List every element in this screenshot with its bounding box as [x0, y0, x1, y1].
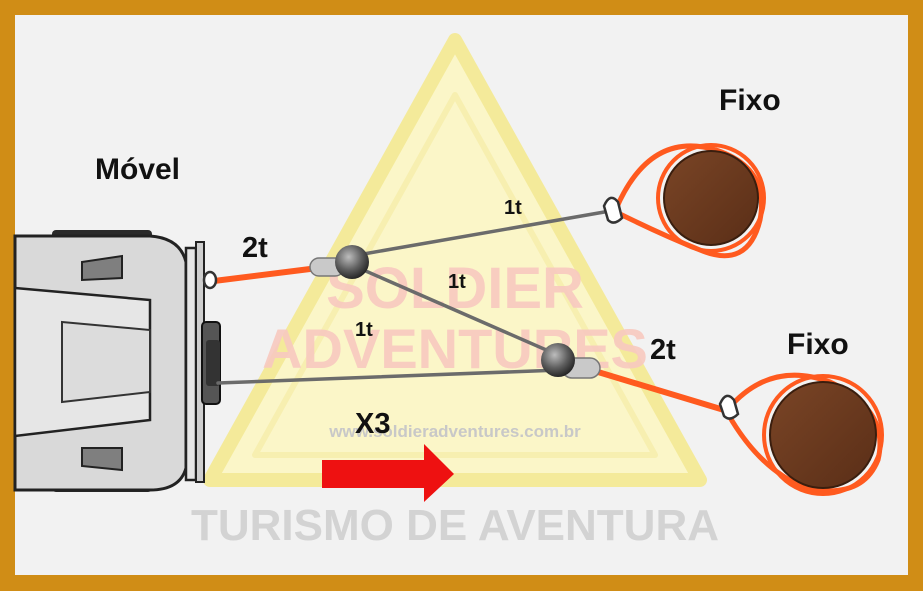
upper-tree-shackle	[602, 196, 624, 224]
vehicle-window	[61, 320, 151, 404]
pulley-icon	[541, 343, 575, 377]
upper-tree-trunk	[663, 150, 759, 246]
multiplier-label: X3	[355, 408, 391, 440]
winch-cap	[206, 340, 220, 386]
strap-vehicle-to-pulley	[211, 265, 321, 284]
force-1t-top-label: 1t	[504, 197, 522, 219]
vehicle-lower-light	[81, 447, 123, 472]
movel-label: Móvel	[95, 153, 181, 186]
cable-upper-to-tree	[350, 209, 612, 258]
force-1t-lower-label: 1t	[355, 319, 373, 341]
lower-pulley	[541, 343, 601, 379]
upper-pulley	[309, 245, 369, 279]
watermark-tagline: TURISMO DE AVENTURA	[191, 501, 719, 550]
pulley-icon	[335, 245, 369, 279]
vehicle-shackle	[202, 270, 218, 290]
cable-winch-to-lower-pulley	[216, 368, 562, 385]
force-2t-left-label: 2t	[242, 232, 268, 264]
winch-cables	[216, 209, 612, 385]
force-1t-middle-label: 1t	[448, 271, 466, 293]
strap-pulley-to-lower-tree	[595, 369, 727, 413]
lower-tree-trunk	[769, 381, 877, 489]
lower-tree-ring	[762, 374, 884, 496]
force-2t-right-label: 2t	[650, 334, 676, 366]
right-arrow-icon	[322, 444, 454, 502]
fixo-top-label: Fixo	[719, 84, 781, 117]
vehicle-bumper	[184, 246, 198, 482]
cable-between-pulleys	[350, 263, 562, 358]
shackle-icon	[202, 196, 740, 420]
watermark-url: www.soldieradventures.com.br	[328, 422, 581, 441]
tree-anchor-icon	[656, 143, 884, 496]
fixo-bottom-label: Fixo	[787, 328, 849, 361]
vehicle-upper-light	[81, 254, 123, 282]
lower-tree-shackle	[718, 394, 740, 420]
vehicle-rear-icon	[13, 230, 221, 492]
upper-tree-ring	[656, 143, 766, 253]
